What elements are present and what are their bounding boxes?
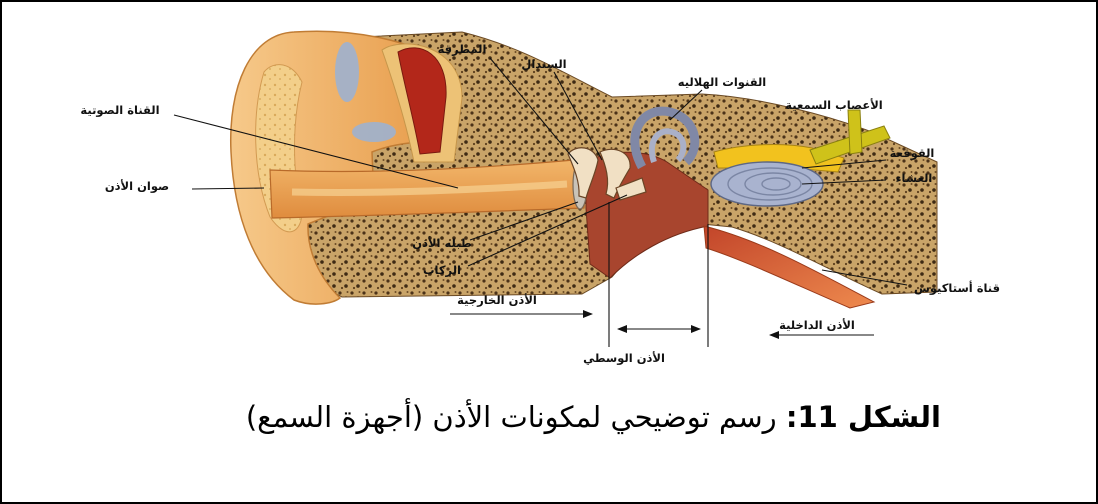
label-membrane: الغشاء [896, 171, 933, 185]
figure-caption: الشكل 11: رسم توضيحي لمكونات الأذن (أجهز… [246, 400, 941, 434]
label-stapes: الركاب [423, 263, 461, 277]
cartilage-patch [335, 42, 359, 102]
label-pinna: صوان الأذن [105, 179, 169, 194]
cartilage-patch [352, 122, 396, 142]
label-eustachian-tube: قناة أستاكيوس [914, 280, 1000, 296]
label-outer-ear: الأذن الخارجية [457, 293, 537, 307]
label-semicircular-canals: القنوات الهلاليه [678, 75, 767, 90]
label-malleus: المطرقة [438, 42, 487, 56]
label-middle-ear: الأذن الوسطي [583, 351, 665, 366]
label-inner-ear: الأذن الداخلية [779, 318, 855, 332]
label-ear-canal: القناة الصوتية [80, 103, 159, 118]
caption-text: رسم توضيحي لمكونات الأذن (أجهزة السمع) [246, 400, 777, 434]
label-auditory-nerves: الأعصاب السمعية [785, 98, 882, 112]
caption-figure-number: الشكل 11: [786, 400, 941, 434]
auditory-nerve-stub [848, 110, 862, 154]
label-eardrum: طبله الأذن [412, 236, 472, 250]
label-incus: السندال [521, 57, 566, 71]
label-cochlea: القوقعة [890, 146, 935, 161]
